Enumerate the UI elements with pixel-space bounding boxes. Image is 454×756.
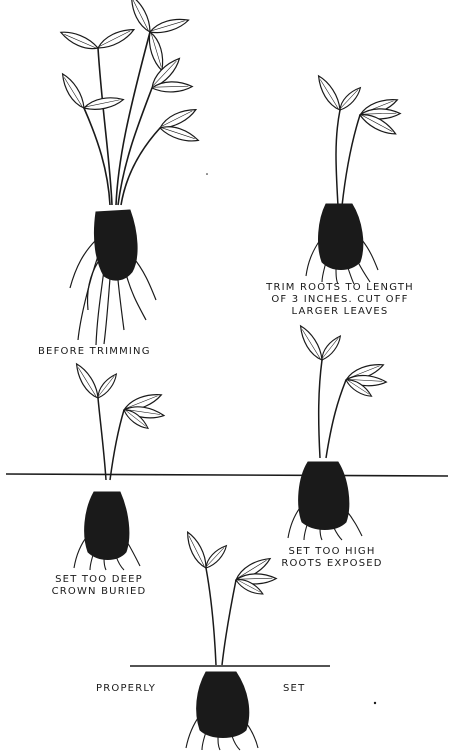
proper-leaves xyxy=(185,530,277,599)
caption-set: SET xyxy=(283,683,305,695)
ink-speck xyxy=(206,173,208,175)
high-root-mass xyxy=(299,462,349,530)
seedling-set-too-high xyxy=(288,323,387,540)
caption-before-trimming: BEFORE TRIMMING xyxy=(38,346,151,358)
caption-properly: PROPERLY xyxy=(96,683,156,695)
seedling-properly-set xyxy=(185,530,277,750)
caption-set-text: SET xyxy=(283,683,305,695)
trimmed-seedling xyxy=(306,73,401,284)
caption-trim-line-2: OF 3 INCHES. CUT OFF xyxy=(256,294,424,306)
caption-properly-text: PROPERLY xyxy=(96,683,156,695)
deep-root-mass xyxy=(85,492,129,560)
caption-too-deep-line-2: CROWN BURIED xyxy=(40,586,158,598)
caption-before-trimming-text: BEFORE TRIMMING xyxy=(38,346,151,358)
untrimmed-stems xyxy=(84,32,160,205)
untrimmed-leaves xyxy=(59,0,199,147)
ink-speck xyxy=(374,702,376,704)
trimmed-root-mass xyxy=(319,204,363,270)
proper-stems xyxy=(206,568,236,665)
caption-trim-line-3: LARGER LEAVES xyxy=(256,306,424,318)
caption-trim-line-1: TRIM ROOTS TO LENGTH xyxy=(256,282,424,294)
caption-too-high-line-2: ROOTS EXPOSED xyxy=(268,558,396,570)
trimmed-stems xyxy=(336,110,360,206)
proper-root-mass xyxy=(197,672,249,738)
ground-line-middle xyxy=(6,474,448,476)
deep-leaves xyxy=(74,361,165,433)
deep-stems xyxy=(98,398,124,480)
untrimmed-root-mass xyxy=(94,210,137,280)
caption-trim-instructions: TRIM ROOTS TO LENGTH OF 3 INCHES. CUT OF… xyxy=(256,282,424,318)
caption-set-too-deep: SET TOO DEEP CROWN BURIED xyxy=(40,574,158,598)
seedling-set-too-deep xyxy=(74,361,165,570)
trimmed-leaves xyxy=(316,73,401,140)
caption-set-too-high: SET TOO HIGH ROOTS EXPOSED xyxy=(268,546,396,570)
caption-too-high-line-1: SET TOO HIGH xyxy=(268,546,396,558)
untrimmed-seedling xyxy=(59,0,199,345)
caption-too-deep-line-1: SET TOO DEEP xyxy=(40,574,158,586)
high-stems xyxy=(319,360,346,458)
